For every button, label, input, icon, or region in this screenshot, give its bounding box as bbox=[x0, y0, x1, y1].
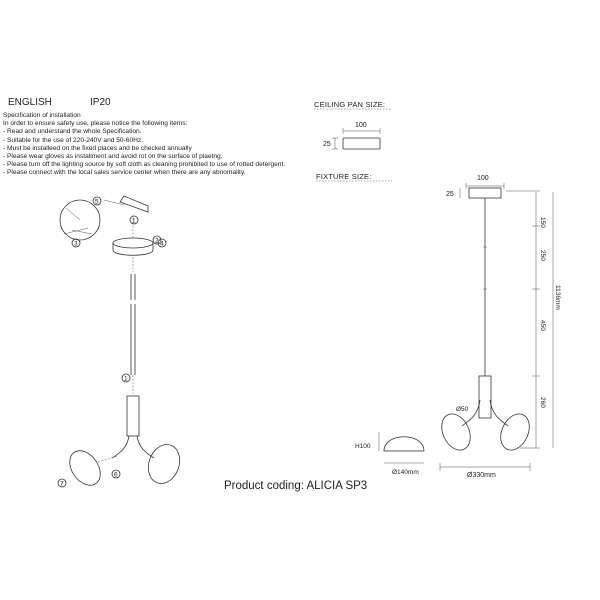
step-label: 5 bbox=[95, 199, 99, 206]
step-badge bbox=[129, 215, 139, 225]
span-width: Ø330mm bbox=[467, 472, 496, 479]
fixture-size-title: FIXTURE SIZE: bbox=[316, 172, 372, 181]
seg-250: 250 bbox=[539, 250, 546, 261]
shade-side-diagram: H100 Ø140mm bbox=[355, 432, 425, 476]
step-label: 1 bbox=[124, 376, 128, 383]
step-badge bbox=[71, 238, 81, 248]
canopy bbox=[112, 237, 154, 249]
fixture-pan-width: 100 bbox=[477, 175, 489, 182]
spec-line: - Must be installeed on the fixed places… bbox=[3, 144, 192, 152]
total-height: 1136mm bbox=[554, 285, 561, 310]
install-left-shade bbox=[69, 450, 101, 486]
spec-line: In order to ensure safety use, please no… bbox=[3, 120, 188, 128]
seg-450: 450 bbox=[539, 320, 546, 331]
seg-150: 150 bbox=[539, 217, 546, 228]
step-badge bbox=[121, 373, 131, 383]
fixture-size-diagram: 100 25 Ø50 150 250 450 260 1136mm bbox=[316, 175, 561, 479]
ceiling-pan-diagram: 100 25 bbox=[314, 108, 392, 150]
spec-line: - Please wear gloves as installment and … bbox=[3, 153, 223, 161]
step-badge bbox=[57, 478, 67, 488]
left-shade bbox=[441, 413, 471, 451]
shade-dia-label: Ø140mm bbox=[392, 469, 419, 476]
spec-line: - Please connect with the local sales se… bbox=[3, 169, 246, 177]
spec-title: Specification of installation bbox=[3, 112, 81, 119]
specification-text: Specification of installation In order t… bbox=[3, 112, 285, 178]
step-badge bbox=[157, 238, 167, 248]
language-label: ENGLISH bbox=[8, 97, 52, 108]
spec-line: - Please turn off the lighting source by… bbox=[3, 161, 286, 169]
ceiling-pan-title: CEILING PAN SIZE: bbox=[314, 100, 386, 109]
pan-height-label: 25 bbox=[323, 141, 331, 148]
seg-260: 260 bbox=[539, 397, 546, 408]
step-label: 7 bbox=[60, 481, 64, 488]
right-shade bbox=[500, 413, 530, 451]
step-badge bbox=[111, 469, 121, 479]
product-coding: Product coding: ALICIA SP3 bbox=[224, 480, 368, 492]
step-label: 6 bbox=[114, 472, 118, 479]
step-label: 3 bbox=[74, 241, 78, 248]
detail-zoom-circle bbox=[59, 199, 101, 241]
ip-rating: IP20 bbox=[90, 97, 111, 108]
step-label: 2 bbox=[155, 238, 159, 245]
spec-line: - Read and understand the whole Specific… bbox=[3, 128, 142, 136]
step-badge bbox=[92, 196, 102, 206]
pan-width-label: 100 bbox=[355, 122, 367, 129]
installation-diagram: 5 1 2 3 4 1 6 7 bbox=[57, 195, 181, 488]
shade-height: H100 bbox=[355, 443, 371, 450]
step-label: 1 bbox=[132, 218, 136, 225]
fixture-pan-height: 25 bbox=[446, 191, 454, 198]
step-badge bbox=[152, 235, 162, 245]
install-right-shade bbox=[147, 444, 181, 484]
step-label: 4 bbox=[160, 241, 164, 248]
spec-line: - Suitable for the use of 220-240V and 5… bbox=[3, 136, 144, 144]
shade-diameter: Ø50 bbox=[456, 406, 469, 413]
